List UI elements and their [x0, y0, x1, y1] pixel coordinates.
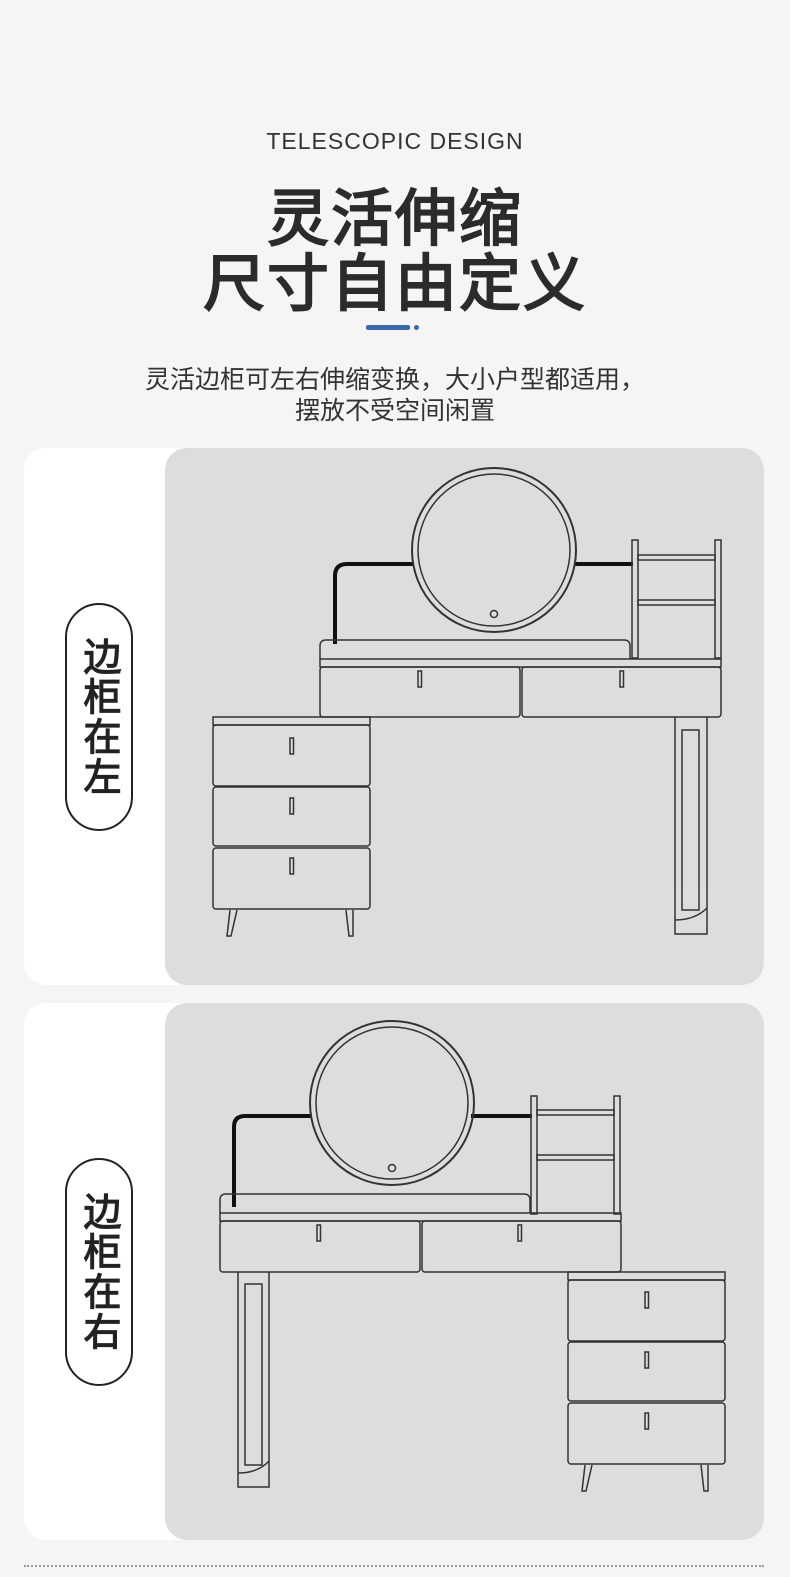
- side-cabinet-label-text: 边柜在右: [77, 1192, 121, 1352]
- dotted-divider: [24, 1565, 764, 1567]
- english-subtitle: TELESCOPIC DESIGN: [266, 128, 524, 154]
- side-cabinet-label-text: 边柜在左: [77, 637, 121, 797]
- vanity-illustration-right: [219, 1020, 726, 1492]
- side-cabinet-label: 边柜在左: [65, 603, 133, 831]
- accent-dot: [414, 325, 419, 330]
- panel-cabinet-right: 边柜在右: [24, 1003, 764, 1540]
- main-title-line2: 尺寸自由定义: [202, 247, 587, 320]
- panel-cabinet-left: 边柜在左: [24, 448, 764, 985]
- accent-divider: [366, 325, 410, 330]
- main-title-line1: 灵活伸缩: [266, 182, 523, 255]
- header-section: TELESCOPIC DESIGN 灵活伸缩 尺寸自由定义 灵活边柜可左右伸缩变…: [0, 0, 790, 440]
- description-line2: 摆放不受空间闲置: [294, 396, 495, 425]
- side-cabinet-label: 边柜在右: [65, 1158, 133, 1386]
- description-line1: 灵活边柜可左右伸缩变换，大小户型都适用，: [144, 365, 645, 394]
- vanity-illustration-left: [212, 467, 722, 937]
